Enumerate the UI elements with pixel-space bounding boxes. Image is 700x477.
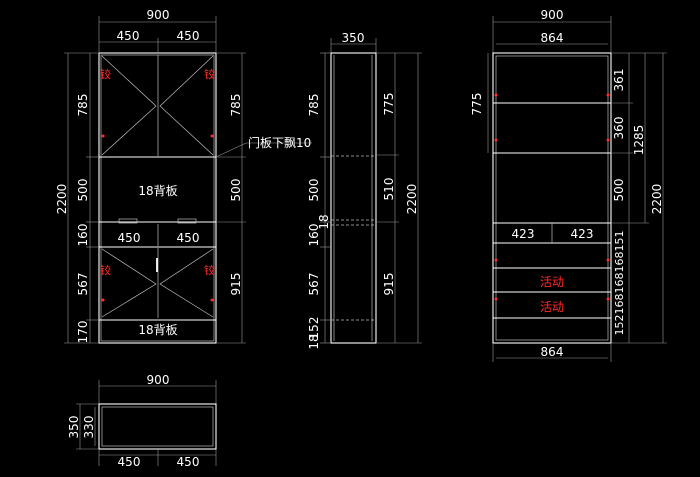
front-cabinet-outline	[98, 52, 217, 344]
front-right-back-dim: 500	[229, 179, 243, 202]
front-back-panel-label: 18背板	[138, 184, 177, 198]
side-left-base-dim: 152	[307, 317, 321, 340]
side-right-mid-dim: 510	[382, 178, 396, 201]
plan-left-inner-dim: 330	[82, 416, 96, 439]
inner-right-total-dim: 2200	[650, 184, 664, 215]
movable-shelf-label-2: 活动	[540, 300, 564, 314]
front-drawer-right-dim: 450	[177, 231, 200, 245]
hinge-icon: 铰	[100, 263, 111, 277]
plan-outline	[98, 403, 217, 450]
front-drawer-left-dim: 450	[118, 231, 141, 245]
plan-bottom-right-dim: 450	[177, 455, 200, 469]
plan-top-total-dim: 900	[147, 373, 170, 387]
plan-view: 900 350 330 450 450	[67, 373, 217, 469]
inner-top-inner-dim: 864	[541, 31, 564, 45]
inner-cabinet-outline	[492, 52, 612, 344]
front-top-right-dim: 450	[177, 29, 200, 43]
side-left-back-dim: 500	[307, 179, 321, 202]
inner-bottom-inner-dim: 864	[541, 345, 564, 359]
front-left-total-dim: 2200	[55, 184, 69, 215]
movable-shelf-label-1: 活动	[540, 275, 564, 289]
side-left-upper-dim: 785	[307, 94, 321, 117]
inner-drawer-stack-dims: 152168168168151	[613, 231, 626, 336]
front-base-panel-label: 18背板	[138, 323, 177, 337]
front-left-base-dim: 170	[76, 321, 90, 344]
front-left-back-dim: 500	[76, 179, 90, 202]
front-top-left-dim: 450	[117, 29, 140, 43]
inner-top-total-dim: 900	[541, 8, 564, 22]
side-left-board-dim: 18	[317, 214, 331, 229]
side-right-total-dim: 2200	[405, 184, 419, 215]
hinge-icon: 铰	[204, 67, 215, 81]
side-left-lower-dim: 567	[307, 273, 321, 296]
front-view: 900 450 450 18背板 450 450 18背板 铰 铰 铰 铰	[55, 8, 312, 344]
front-top-total-dim: 900	[147, 8, 170, 22]
front-left-upper-dim: 785	[76, 94, 90, 117]
side-left-drawer-dim: 160	[307, 224, 321, 247]
side-right-lower-dim: 915	[382, 273, 396, 296]
inner-left-upper-dim: 775	[470, 93, 484, 116]
side-left-bottom-board-dim: 18	[307, 334, 321, 349]
side-right-upper-dim: 775	[382, 93, 396, 116]
front-left-drawer-dim: 160	[76, 224, 90, 247]
plan-bottom-left-dim: 450	[118, 455, 141, 469]
inner-drawer-left-dim: 423	[512, 227, 535, 241]
inner-right-sub-dim: 1285	[632, 125, 646, 156]
front-right-lower-dim: 915	[229, 273, 243, 296]
inner-drawer-right-dim: 423	[571, 227, 594, 241]
front-left-lower-dim: 567	[76, 273, 90, 296]
inner-view: 900 864 423 423 活动 活动 775	[470, 8, 667, 362]
side-cabinet-outline	[330, 52, 377, 344]
side-top-depth-dim: 350	[342, 31, 365, 45]
plan-left-depth-dim: 350	[67, 416, 81, 439]
door-overhang-note: 门板下飘10	[248, 135, 311, 150]
inner-right-shelf2-dim: 360	[612, 117, 626, 140]
hinge-icon: 铰	[100, 67, 111, 81]
front-right-upper-dim: 785	[229, 94, 243, 117]
inner-right-shelf1-dim: 361	[612, 69, 626, 92]
hinge-icon: 铰	[204, 263, 215, 277]
inner-right-back-dim: 500	[612, 179, 626, 202]
side-view: 350 785 500 18 160 567 152 18 775 510 91…	[307, 31, 422, 350]
